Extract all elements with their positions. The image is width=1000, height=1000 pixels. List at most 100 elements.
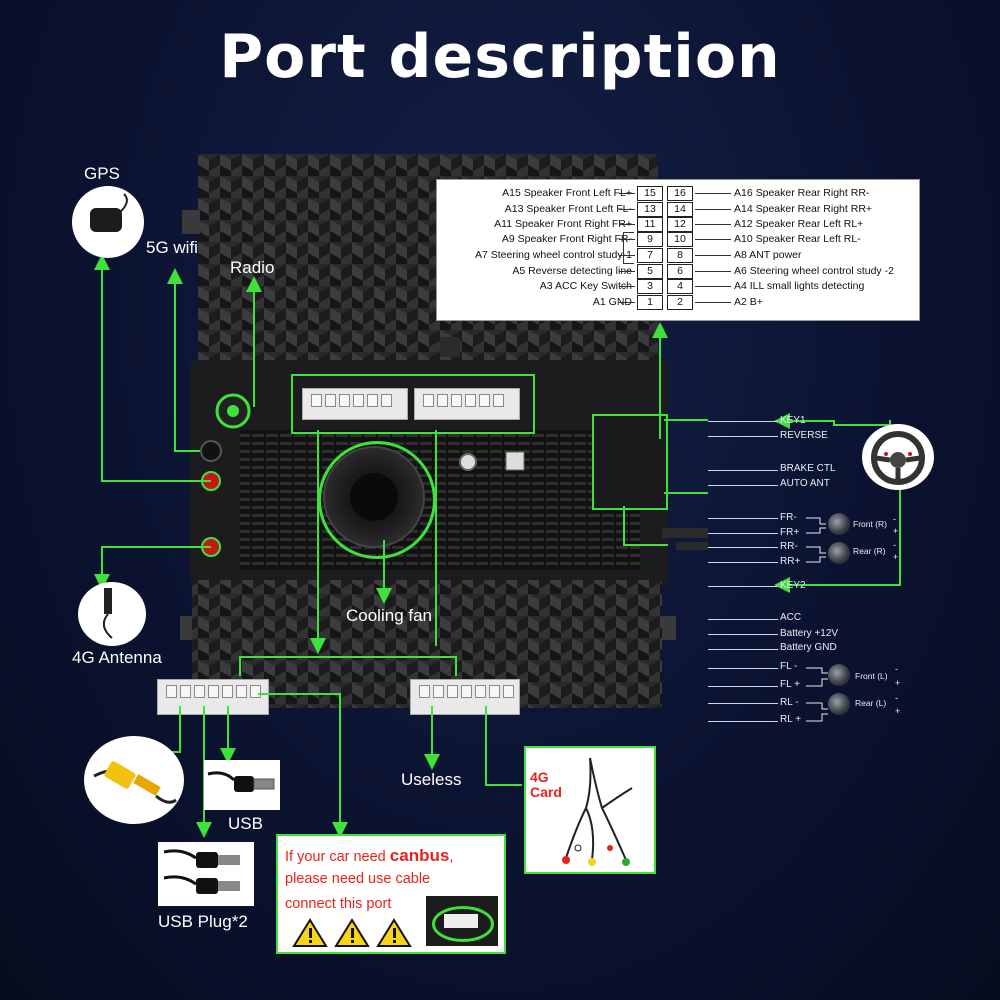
- rca-connector-icon: [93, 761, 177, 804]
- usb-plug-icon: [163, 849, 240, 894]
- pin-left-description: A15 Speaker Front Left FL+: [502, 187, 632, 199]
- pin-left-description: A5 Reverse detecting line: [512, 265, 632, 277]
- pin-right-description: A14 Speaker Rear Right RR+: [734, 203, 873, 215]
- pin-row: A11 Speaker Front Right FR+ 11 12 A12 Speak…: [437, 217, 919, 232]
- pin-left-leader: [619, 271, 635, 272]
- rr-plus-label: RR+: [780, 556, 801, 567]
- reverse-label: REVERSE: [780, 430, 828, 441]
- pin-right-description: A8 ANT power: [734, 249, 802, 261]
- pin-right-description: A2 B+: [734, 296, 763, 308]
- pin-right-number: 4: [667, 279, 693, 294]
- pin-left-number: 11: [637, 217, 663, 232]
- speaker-rear-right-icon: [828, 542, 850, 564]
- fr-minus-label: FR-: [780, 512, 797, 523]
- key1-label: KEY1: [780, 415, 806, 426]
- speaker-front-right-icon: [828, 513, 850, 535]
- pin-left-description: A11 Speaker Front Right FR+: [494, 218, 632, 230]
- usb-cable-image: [204, 760, 280, 810]
- pin-right-number: 12: [667, 217, 693, 232]
- steering-wheel-icon: [871, 431, 925, 485]
- canbus-port-icon: [444, 914, 478, 928]
- rl-minus-label: RL -: [780, 697, 799, 708]
- usb-plug-label: USB Plug*2: [158, 912, 248, 931]
- front-r-minus: -: [893, 514, 896, 524]
- useless-label: Useless: [401, 770, 462, 789]
- rear-r-plus: +: [893, 552, 899, 562]
- rca-cable-image: [84, 736, 184, 824]
- rr-minus-label: RR-: [780, 541, 798, 552]
- auto-ant-label: AUTO ANT: [780, 478, 830, 489]
- rear-r-minus: -: [893, 540, 896, 550]
- pin-right-leader: [695, 286, 731, 287]
- rear-r-label: Rear (R): [853, 546, 886, 556]
- pin-left-number: 3: [637, 279, 663, 294]
- cooling-fan-label: Cooling fan: [346, 606, 433, 625]
- bottom-port-left: [157, 679, 269, 715]
- rl-plus-label: RL +: [780, 714, 802, 725]
- warning-icons: [292, 918, 412, 947]
- key2-label: KEY2: [780, 580, 806, 591]
- cooling-fan-highlight: [318, 441, 436, 559]
- top-ports-highlight: [291, 374, 535, 434]
- pin-block-highlight: [592, 414, 668, 510]
- front-r-label: Front (R): [853, 519, 887, 529]
- bottom-port-right: [410, 679, 520, 715]
- speaker-rear-left-icon: [828, 693, 850, 715]
- acc-label: ACC: [780, 612, 802, 623]
- front-l-plus: +: [895, 678, 901, 688]
- top-port-left: [302, 388, 408, 420]
- antenna-4g-label: 4G Antenna: [72, 648, 162, 667]
- pin-left-leader: [619, 209, 635, 210]
- pin-left-number: 5: [637, 264, 663, 279]
- pin-left-leader: [619, 193, 635, 194]
- pin-left-leader: [619, 302, 635, 303]
- radio-label: Radio: [230, 258, 275, 277]
- pin-left-description: A3 ACC Key Switch: [539, 280, 632, 292]
- brake-label: BRAKE CTL: [780, 463, 836, 474]
- rear-l-minus: -: [895, 693, 898, 703]
- top-port-right: [414, 388, 520, 420]
- canbus-line1: If your car need canbus,: [285, 846, 453, 866]
- fr-plus-label: FR+: [780, 527, 800, 538]
- pin-left-leader: [619, 255, 635, 256]
- pin-left-number: 7: [637, 248, 663, 263]
- warning-icon: [292, 918, 328, 947]
- canbus-emphasis: canbus: [389, 846, 450, 865]
- gps-label: GPS: [84, 164, 120, 183]
- canbus-line3: connect this port: [285, 896, 392, 912]
- speaker-wiring-r: [806, 517, 826, 563]
- gps-antenna-image: [72, 186, 144, 258]
- front-l-minus: -: [895, 664, 898, 674]
- pin-right-description: A6 Steering wheel control study -2: [734, 265, 894, 277]
- pin-right-number: 16: [667, 186, 693, 201]
- pin-right-leader: [695, 271, 731, 272]
- harness-icon: [562, 757, 633, 866]
- wifi-label: 5G wifi: [146, 238, 198, 257]
- canbus-line1-suffix: ,: [449, 849, 454, 865]
- canbus-line1-prefix: If your car need: [285, 849, 390, 865]
- pin-left-description: A7 Steering wheel control study-1: [474, 249, 632, 261]
- rear-l-label: Rear (L): [855, 698, 887, 708]
- usb-plug-image: [158, 842, 254, 906]
- pin-left-leader: [619, 224, 635, 225]
- harness-4g-image: [524, 746, 656, 874]
- pin-right-leader: [695, 224, 731, 225]
- pin-left-description: A9 Speaker Front Right FR-: [501, 233, 632, 245]
- pin-right-number: 8: [667, 248, 693, 263]
- pin-right-description: A12 Speaker Rear Left RL+: [734, 218, 864, 230]
- pin-left-leader: [619, 286, 635, 287]
- pin-right-description: A10 Speaker Rear Left RL-: [734, 233, 861, 245]
- card-4g-label: 4G Card: [530, 770, 562, 800]
- pin-right-leader: [695, 239, 731, 240]
- pin-bracket: [623, 232, 634, 264]
- page-title: Port description: [219, 22, 781, 92]
